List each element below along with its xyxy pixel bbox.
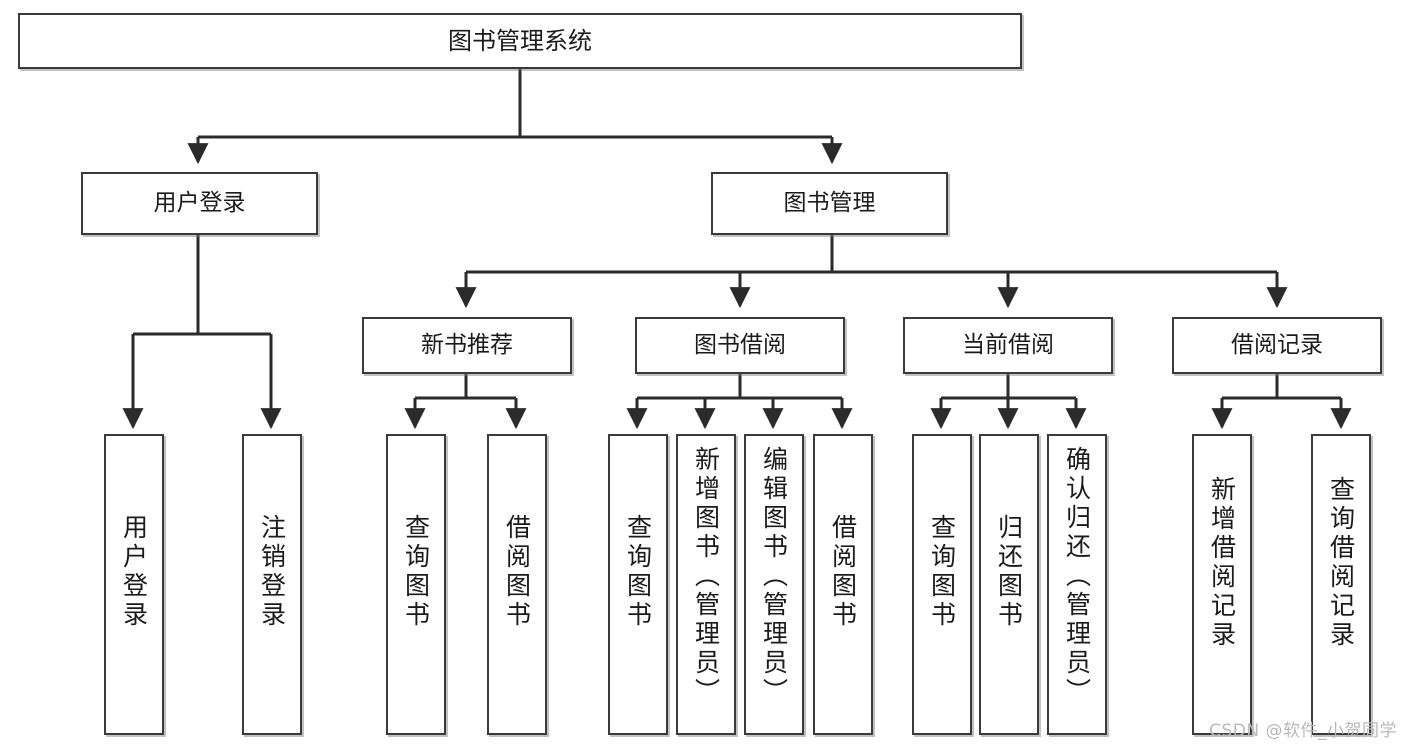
node-user-login-label: 用户登录: [153, 189, 246, 216]
node-leaf-logout[interactable]: 注销登录: [242, 434, 302, 735]
node-book-borrow-label: 图书借阅: [694, 331, 786, 358]
node-leaf-edit-book-label: 编辑图书（管理员）: [759, 446, 789, 707]
node-leaf-add-book-label: 新增图书（管理员）: [691, 446, 721, 707]
node-user-login[interactable]: 用户登录: [81, 172, 318, 235]
node-root-label: 图书管理系统: [448, 26, 592, 55]
node-leaf-borrow-book-1[interactable]: 借阅图书: [487, 434, 547, 735]
node-leaf-query-book-2-label: 查询图书: [623, 514, 653, 630]
node-root[interactable]: 图书管理系统: [18, 13, 1022, 69]
node-leaf-query-book-2[interactable]: 查询图书: [608, 434, 668, 735]
node-leaf-return-book[interactable]: 归还图书: [979, 434, 1039, 735]
node-leaf-edit-book[interactable]: 编辑图书（管理员）: [744, 434, 804, 735]
node-leaf-add-book[interactable]: 新增图书（管理员）: [676, 434, 736, 735]
node-book-borrow[interactable]: 图书借阅: [635, 317, 845, 374]
node-leaf-confirm-return[interactable]: 确认归还（管理员）: [1047, 434, 1107, 735]
node-leaf-borrow-book-1-label: 借阅图书: [502, 514, 532, 630]
node-new-book-recommend[interactable]: 新书推荐: [362, 317, 572, 374]
node-leaf-query-book-3[interactable]: 查询图书: [912, 434, 972, 735]
node-leaf-borrow-book-2-label: 借阅图书: [828, 514, 858, 630]
node-current-borrow[interactable]: 当前借阅: [903, 317, 1113, 374]
node-borrow-record[interactable]: 借阅记录: [1172, 317, 1382, 374]
node-book-management[interactable]: 图书管理: [711, 172, 948, 235]
node-leaf-add-record[interactable]: 新增借阅记录: [1192, 434, 1252, 735]
node-leaf-add-record-label: 新增借阅记录: [1207, 476, 1237, 650]
node-leaf-query-book-1-label: 查询图书: [401, 514, 431, 630]
node-leaf-query-book-3-label: 查询图书: [927, 514, 957, 630]
node-leaf-query-book-1[interactable]: 查询图书: [386, 434, 446, 735]
node-book-management-label: 图书管理: [783, 189, 876, 216]
node-borrow-record-label: 借阅记录: [1231, 331, 1323, 358]
node-leaf-query-record[interactable]: 查询借阅记录: [1311, 434, 1371, 735]
node-leaf-borrow-book-2[interactable]: 借阅图书: [813, 434, 873, 735]
node-leaf-user-login-label: 用户登录: [119, 514, 149, 630]
node-leaf-return-book-label: 归还图书: [994, 514, 1024, 630]
node-leaf-logout-label: 注销登录: [257, 514, 287, 630]
node-leaf-confirm-return-label: 确认归还（管理员）: [1062, 446, 1092, 707]
node-leaf-user-login[interactable]: 用户登录: [104, 434, 164, 735]
watermark-text: CSDN @软件_小贺同学: [1209, 721, 1397, 741]
node-current-borrow-label: 当前借阅: [962, 331, 1054, 358]
node-leaf-query-record-label: 查询借阅记录: [1326, 476, 1356, 650]
node-new-book-recommend-label: 新书推荐: [421, 331, 513, 358]
